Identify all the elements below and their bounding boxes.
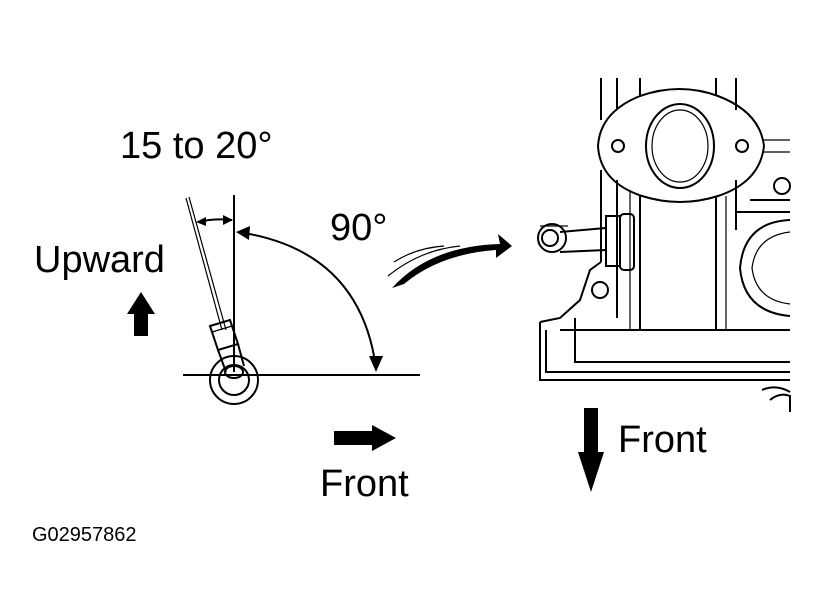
engine-block-drawing — [537, 78, 791, 412]
upward-arrow-icon — [127, 292, 155, 336]
front-arrow-down-icon — [578, 408, 604, 492]
flange-opening — [645, 103, 715, 189]
angle-range-label: 15 to 20° — [120, 125, 273, 167]
figure-code: G02957862 — [32, 524, 137, 546]
front-label-left: Front — [320, 463, 409, 505]
tilted-pipe-line-2 — [188, 196, 227, 331]
upward-label: Upward — [34, 239, 165, 281]
lower-bolt-hole — [591, 281, 609, 299]
base-plate — [539, 261, 790, 381]
hose-nipple — [537, 213, 635, 271]
tilted-pipe-line — [185, 197, 223, 331]
right-angle-label: 90° — [330, 207, 387, 249]
flange-bolt-hole-left — [611, 139, 625, 153]
right-angle-arc — [237, 231, 377, 369]
pipe-fitting — [208, 318, 259, 405]
flange-bolt-hole-right — [735, 139, 749, 153]
curved-transition-arrow-icon — [387, 234, 512, 288]
fitting-outer-ring — [209, 355, 259, 405]
front-arrow-right-icon — [334, 425, 396, 451]
front-label-right: Front — [618, 419, 707, 461]
flange-outline — [596, 88, 766, 203]
small-angle-arrow-right — [223, 215, 233, 225]
right-angle-arrow-top — [236, 226, 250, 240]
small-angle-arrow-left — [196, 217, 206, 226]
angle-detail — [183, 195, 420, 405]
right-angle-arrow-bottom — [369, 356, 383, 372]
